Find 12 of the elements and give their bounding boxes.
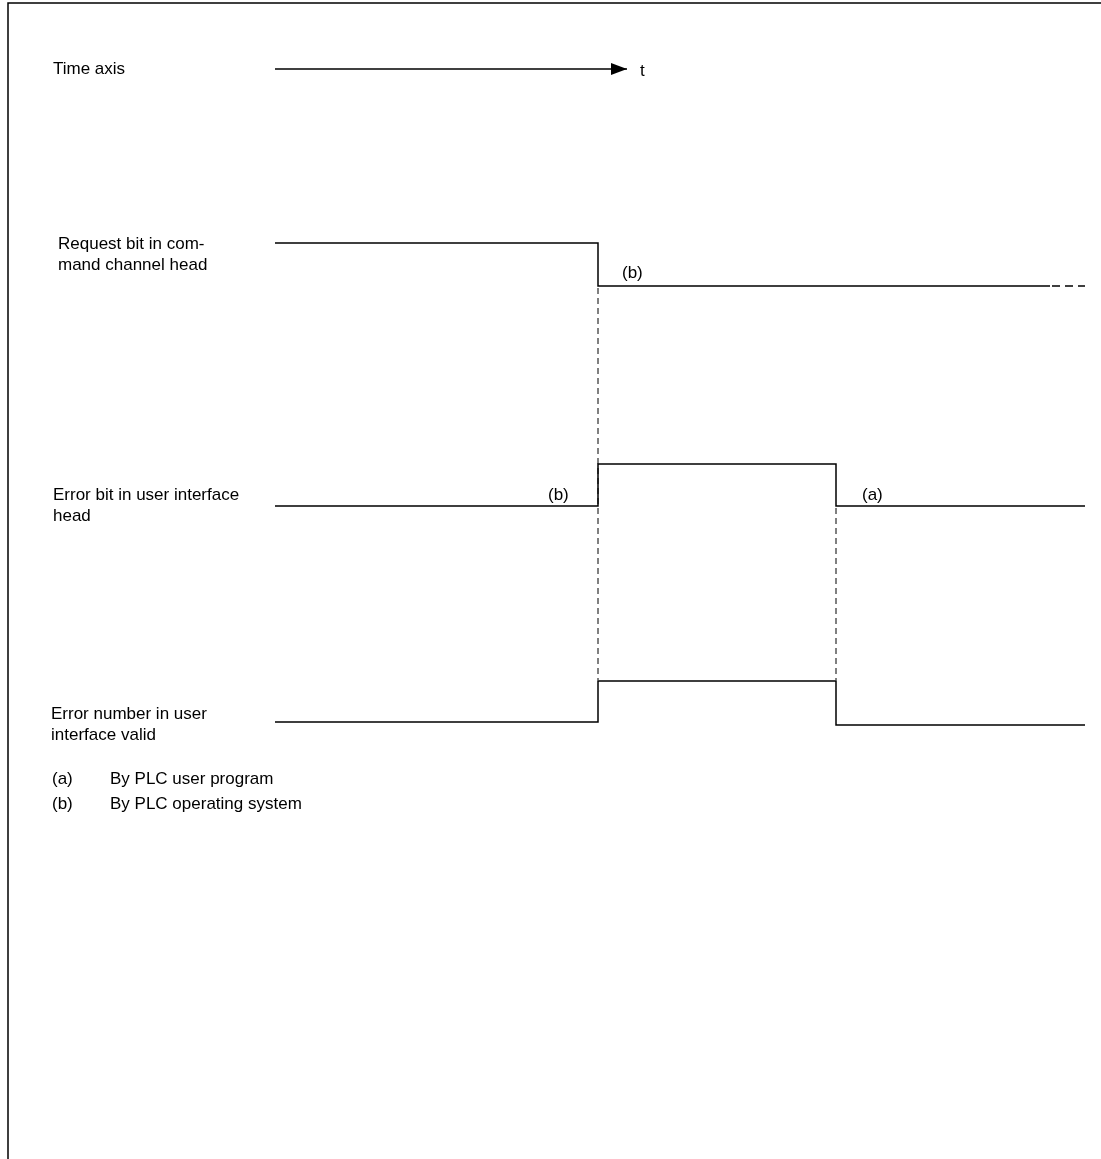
source-mark: (b) [548, 484, 569, 505]
note-mark: (a) [52, 768, 73, 789]
source-mark: (b) [622, 262, 643, 283]
axis-label: Time axis [53, 58, 126, 79]
source-mark: (a) [862, 484, 883, 505]
signal-label: Request bit in com- mand channel head [58, 233, 209, 275]
signal-label: Error number in user interface valid [51, 703, 208, 745]
signal-label: Error bit in user interface head [53, 484, 241, 526]
axis-symbol: t [640, 60, 645, 81]
note-text: By PLC operating system [110, 793, 302, 814]
note-mark: (b) [52, 793, 73, 814]
note-text: By PLC user program [110, 768, 274, 789]
